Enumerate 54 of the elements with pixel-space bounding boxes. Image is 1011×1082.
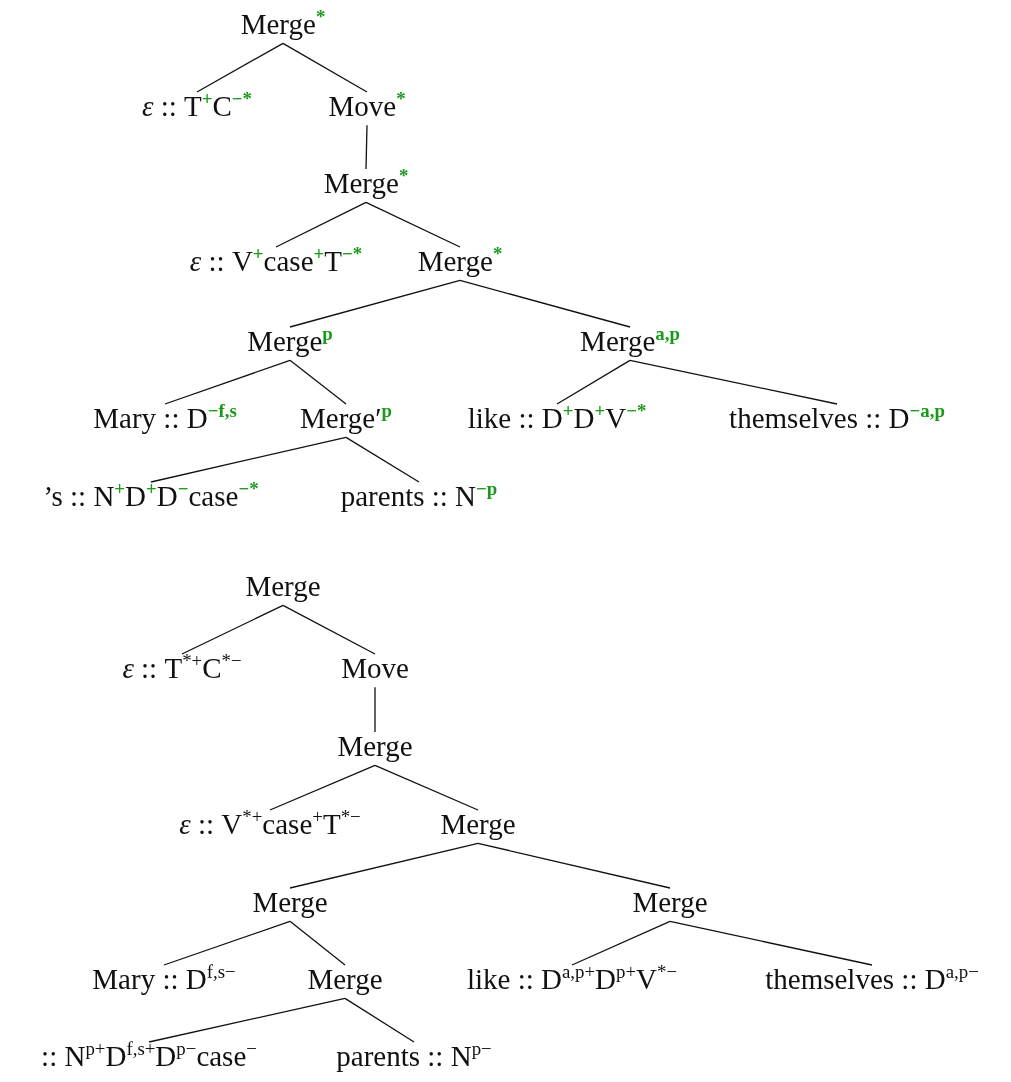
tree-branch-line (196, 42, 284, 93)
tree-branch-line (374, 686, 376, 733)
tree-branch-line (150, 436, 347, 483)
tree-branch-line (477, 842, 671, 889)
tree-branch-line (365, 124, 368, 170)
tree-branch-line (344, 997, 415, 1043)
tree-node-label: Merge$^{a,p}$ (580, 325, 680, 359)
tree-branch-line (269, 764, 376, 811)
tree-branch-line (289, 920, 346, 966)
tree-branch-line (374, 764, 479, 811)
tree-node-label: Merge$^{*}$ (240, 8, 326, 42)
tree-node-label: themselves :: D$^{a,p−}$ (765, 963, 979, 997)
tree-branch-line (148, 997, 346, 1043)
tree-branch-line (669, 920, 873, 966)
tree-node-label: Move$^{*}$ (328, 90, 406, 124)
tree-node-label: parents :: N$^{p−}$ (336, 1040, 492, 1074)
tree-node-label: Merge$^{p}$ (247, 325, 333, 359)
tree-node-label: themselves :: D$^{−a,p}$ (729, 402, 945, 436)
tree-branch-line (556, 359, 631, 405)
tree-node-label: ’s :: N$^{+}$D$^{+}$D$^{−}$case$^{−*}$ (43, 480, 259, 514)
tree-branch-line (365, 201, 461, 248)
tree-branch-line (164, 359, 291, 405)
tree-node-label: Move (341, 652, 409, 686)
tree-node-label: Merge′$^{p}$ (300, 402, 392, 436)
tree-branch-line (282, 604, 376, 655)
tree-node-label: like :: D$^{+}$D$^{+}$V$^{−*}$ (467, 402, 647, 436)
tree-node-label: Merge$^{*}$ (323, 167, 409, 201)
tree-node-label: Merge (337, 730, 413, 764)
tree-branch-line (163, 920, 291, 966)
tree-node-label: Merge (440, 808, 516, 842)
tree-node-label: :: N$^{p+}$D$^{f,s+}$D$^{p−}$case$^{−}$ (41, 1040, 257, 1074)
tree-node-label: Merge (632, 886, 708, 920)
tree-node-label: like :: D$^{a,p+}$D$^{p+}$V$^{*−}$ (466, 963, 678, 997)
tree-node-label: Mary :: D$^{−f,s}$ (93, 402, 237, 436)
tree-branch-line (289, 842, 479, 889)
tree-node-label: Merge (252, 886, 328, 920)
tree-node-label: Merge (245, 570, 321, 604)
tree-node-label: ε :: V$^{+}$case$^{+}$T$^{−*}$ (189, 245, 363, 279)
tree-node-label: parents :: N$^{−p}$ (340, 480, 498, 514)
tree-branch-line (629, 359, 838, 405)
tree-branch-line (459, 279, 631, 328)
tree-node-label: Merge (307, 963, 383, 997)
tree-node-label: ε :: V$^{*+}$case$^{+}$T$^{*−}$ (179, 808, 361, 842)
tree-branch-line (289, 279, 461, 328)
tree-node-label: Mary :: D$^{f,s−}$ (92, 963, 236, 997)
tree-node-label: Merge$^{*}$ (417, 245, 503, 279)
tree-branch-line (181, 604, 284, 655)
tree-branch-line (345, 436, 420, 483)
tree-node-label: ε :: T$^{*+}$C$^{*−}$ (122, 652, 242, 686)
tree-branch-line (275, 201, 367, 248)
tree-branch-line (289, 359, 347, 405)
tree-branch-line (571, 920, 671, 966)
tree-branch-line (282, 42, 368, 93)
tree-node-label: ε :: T$^{+}$C$^{−*}$ (142, 90, 252, 124)
